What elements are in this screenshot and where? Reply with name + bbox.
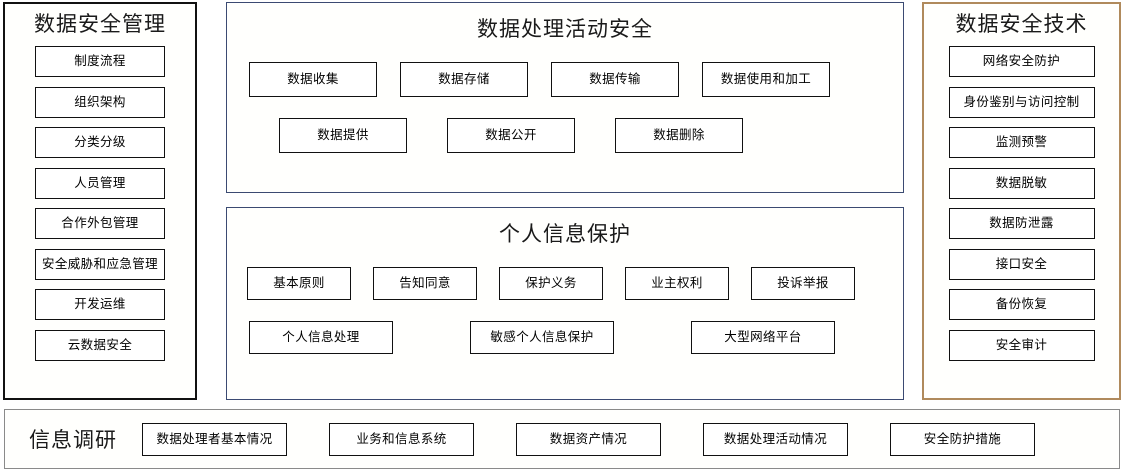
panel-data-processing-activity-security: 数据处理活动安全 数据收集 数据存储 数据传输 数据使用和加工 数据提供 数据公… <box>226 2 904 193</box>
item-box-threat-emergency-management[interactable]: 安全威胁和应急管理 <box>35 248 165 280</box>
item-box-backup-recovery[interactable]: 备份恢复 <box>948 289 1095 320</box>
panel-title-activity: 数据处理活动安全 <box>477 17 653 41</box>
panel-title-personal-info: 个人信息保护 <box>499 222 631 246</box>
panel-data-security-technology: 数据安全技术 网络安全防护 身份鉴别与访问控制 监测预警 数据脱敏 数据防泄露 … <box>922 2 1121 400</box>
item-box-data-masking[interactable]: 数据脱敏 <box>948 167 1095 199</box>
item-box-cloud-data-security[interactable]: 云数据安全 <box>35 329 165 361</box>
technology-item-list: 网络安全防护 身份鉴别与访问控制 监测预警 数据脱敏 数据防泄露 接口安全 备份… <box>924 46 1119 361</box>
item-box-data-processing-activity-status[interactable]: 数据处理活动情况 <box>703 422 848 456</box>
item-box-business-information-systems[interactable]: 业务和信息系统 <box>329 422 474 456</box>
panel-information-survey: 信息调研 数据处理者基本情况 业务和信息系统 数据资产情况 数据处理活动情况 安… <box>4 409 1120 469</box>
survey-item-list: 数据处理者基本情况 业务和信息系统 数据资产情况 数据处理活动情况 安全防护措施 <box>142 422 1035 456</box>
item-box-data-use-processing[interactable]: 数据使用和加工 <box>702 62 830 97</box>
item-box-processor-basic-info[interactable]: 数据处理者基本情况 <box>142 422 287 456</box>
item-box-security-audit[interactable]: 安全审计 <box>948 329 1095 361</box>
item-box-organizational-structure[interactable]: 组织架构 <box>35 86 165 118</box>
activity-row-1: 数据收集 数据存储 数据传输 数据使用和加工 <box>227 62 903 97</box>
item-box-network-security-protection[interactable]: 网络安全防护 <box>948 46 1095 77</box>
personal-info-row-2: 个人信息处理 敏感个人信息保护 大型网络平台 <box>227 321 903 354</box>
item-box-monitoring-early-warning[interactable]: 监测预警 <box>948 127 1095 158</box>
panel-title-technology: 数据安全技术 <box>955 12 1088 36</box>
item-box-security-protection-measures[interactable]: 安全防护措施 <box>890 422 1035 456</box>
item-box-data-transmission[interactable]: 数据传输 <box>551 62 679 97</box>
item-box-large-network-platform[interactable]: 大型网络平台 <box>691 321 835 354</box>
item-box-personal-info-processing[interactable]: 个人信息处理 <box>249 321 393 354</box>
item-box-identity-access-control[interactable]: 身份鉴别与访问控制 <box>948 86 1095 118</box>
item-box-protection-obligation[interactable]: 保护义务 <box>499 267 603 300</box>
item-box-devops[interactable]: 开发运维 <box>35 289 165 320</box>
item-box-owner-rights[interactable]: 业主权利 <box>625 267 729 300</box>
item-box-complaints-reporting[interactable]: 投诉举报 <box>751 267 855 300</box>
item-box-data-collection[interactable]: 数据收集 <box>249 62 377 97</box>
item-box-data-deletion[interactable]: 数据删除 <box>615 118 743 153</box>
item-box-data-provision[interactable]: 数据提供 <box>279 118 407 153</box>
panel-data-security-management: 数据安全管理 制度流程 组织架构 分类分级 人员管理 合作外包管理 安全威胁和应… <box>3 2 197 400</box>
item-box-data-asset-status[interactable]: 数据资产情况 <box>516 422 661 456</box>
panel-title-management: 数据安全管理 <box>34 12 166 36</box>
item-box-basic-principles[interactable]: 基本原则 <box>247 267 351 300</box>
item-box-institutional-process[interactable]: 制度流程 <box>35 46 165 77</box>
item-box-interface-security[interactable]: 接口安全 <box>948 248 1095 280</box>
panel-personal-information-protection: 个人信息保护 基本原则 告知同意 保护义务 业主权利 投诉举报 个人信息处理 敏… <box>226 207 904 400</box>
management-item-list: 制度流程 组织架构 分类分级 人员管理 合作外包管理 安全威胁和应急管理 开发运… <box>5 46 195 361</box>
item-box-outsourcing-management[interactable]: 合作外包管理 <box>35 208 165 239</box>
item-box-data-storage[interactable]: 数据存储 <box>400 62 528 97</box>
item-box-personnel-management[interactable]: 人员管理 <box>35 167 165 199</box>
personal-info-row-1: 基本原则 告知同意 保护义务 业主权利 投诉举报 <box>227 267 903 300</box>
item-box-data-leak-prevention[interactable]: 数据防泄露 <box>948 208 1095 239</box>
item-box-classification-grading[interactable]: 分类分级 <box>35 127 165 158</box>
item-box-informed-consent[interactable]: 告知同意 <box>373 267 477 300</box>
activity-row-2: 数据提供 数据公开 数据删除 <box>227 118 903 153</box>
item-box-data-disclosure[interactable]: 数据公开 <box>447 118 575 153</box>
item-box-sensitive-personal-info-protection[interactable]: 敏感个人信息保护 <box>470 321 614 354</box>
panel-title-survey: 信息调研 <box>29 428 117 452</box>
